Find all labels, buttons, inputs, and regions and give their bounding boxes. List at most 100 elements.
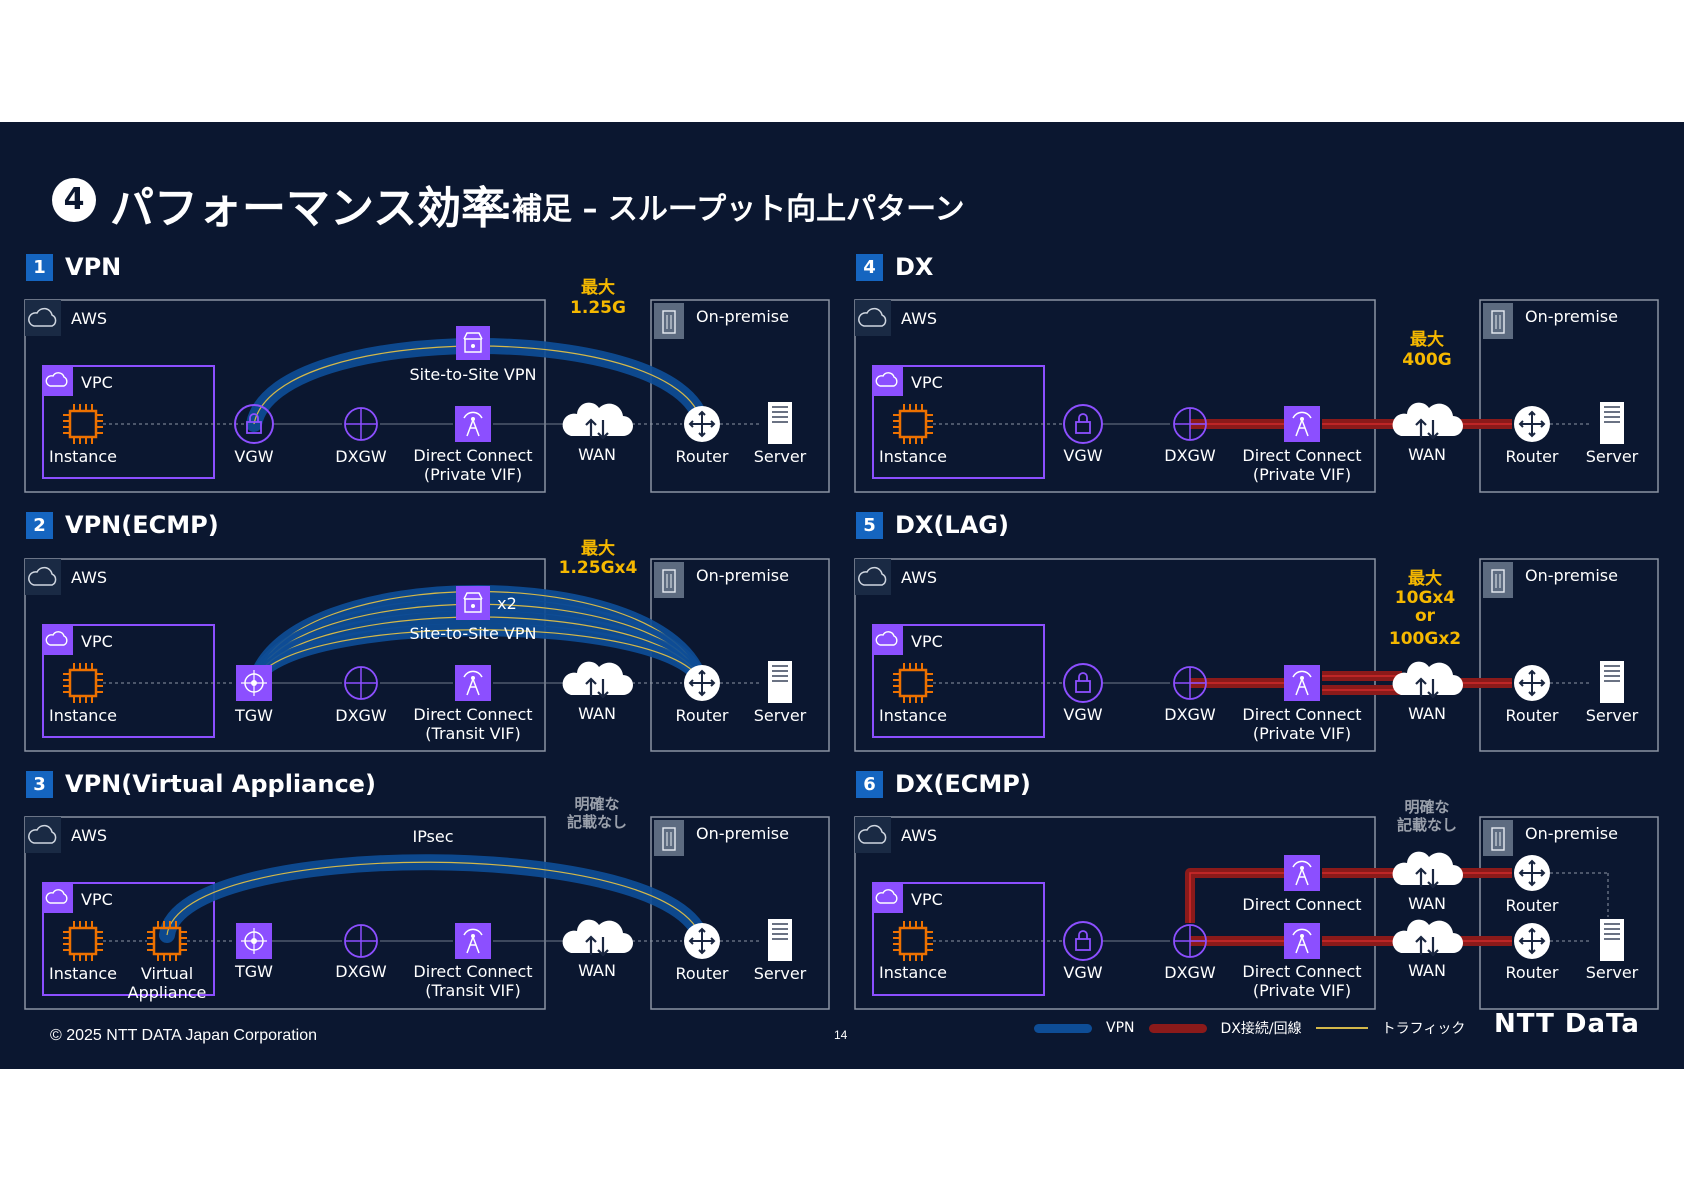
no-spec-note: 記載なし <box>567 813 627 831</box>
ec2-instance-icon <box>893 663 933 703</box>
router-icon <box>1514 665 1550 701</box>
site-to-site-vpn-icon <box>456 586 490 620</box>
router-label: Router <box>1505 706 1558 725</box>
max-throughput-value: 1.25G <box>570 298 626 318</box>
direct-connect-label: Direct Connect <box>413 705 532 724</box>
vpn-count-label: x2 <box>497 594 517 613</box>
section-header-2: 2 VPN(ECMP) <box>26 511 219 539</box>
max-throughput-value: 400G <box>1402 350 1451 370</box>
vpc-label: VPC <box>81 632 113 651</box>
section-number: 5 <box>856 511 883 539</box>
vif-label: (Transit VIF) <box>425 724 520 743</box>
vgw-lock-icon <box>1063 663 1103 703</box>
tgw-icon <box>236 665 272 701</box>
server-icon <box>768 402 792 444</box>
vpc-frame <box>42 624 215 738</box>
wan-cloud-icon <box>1392 919 1463 957</box>
max-throughput-label: 最大 <box>581 277 615 298</box>
vgw-label: VGW <box>1063 705 1102 724</box>
cloud-icon <box>28 566 57 586</box>
direct-connect-label: Direct Connect <box>413 962 532 981</box>
instance-label: Instance <box>879 447 947 466</box>
instance-label: Instance <box>879 963 947 982</box>
vpc-icon <box>43 366 73 396</box>
aws-label: AWS <box>901 309 937 328</box>
direct-connect-icon <box>1284 406 1320 442</box>
on-premise-label: On-premise <box>1525 307 1618 326</box>
aws-label: AWS <box>901 826 937 845</box>
virtual-appliance-icon <box>147 921 187 961</box>
dxgw-label: DXGW <box>1164 446 1216 465</box>
wan-label: WAN <box>1408 704 1446 723</box>
vgw-lock-icon <box>1063 404 1103 444</box>
vpc-icon <box>873 366 903 396</box>
vgw-label: VGW <box>234 447 273 466</box>
max-throughput-label: 最大 <box>581 538 615 559</box>
instance-label: Instance <box>49 706 117 725</box>
building-icon <box>654 820 684 856</box>
traffic-line <box>1189 872 1285 923</box>
server-icon <box>1600 661 1624 703</box>
cloud-icon <box>28 824 57 844</box>
dxgw-label: DXGW <box>335 706 387 725</box>
server-label: Server <box>1586 706 1639 725</box>
building-icon <box>654 562 684 598</box>
wan-cloud-icon <box>1392 402 1463 440</box>
page-subtitle: :補足 – スループット向上パターン <box>500 192 965 227</box>
cloud-icon <box>858 824 887 844</box>
aws-label: AWS <box>901 568 937 587</box>
vpc-label: VPC <box>911 632 943 651</box>
dxgw-label: DXGW <box>335 962 387 981</box>
legend-traffic-label: トラフィック <box>1381 1021 1466 1037</box>
direct-connect-label: Direct Connect <box>1242 446 1361 465</box>
title-number-badge: 4 <box>52 178 96 222</box>
section-number: 6 <box>856 770 883 798</box>
wan-cloud-icon <box>562 919 633 957</box>
router-icon <box>684 665 720 701</box>
section-header-1: 1 VPN <box>26 253 121 281</box>
dxgw-icon <box>344 666 378 700</box>
legend-vpn-swatch <box>1034 1023 1092 1033</box>
page-number: 14 <box>834 1028 848 1042</box>
vpc-frame <box>42 365 215 479</box>
router-label: Router <box>675 706 728 725</box>
section-number: 1 <box>26 253 53 281</box>
section-title: DX(LAG) <box>895 511 1009 539</box>
instance-label: Instance <box>49 447 117 466</box>
router-icon <box>684 406 720 442</box>
virtual-appliance-label: Virtual <box>141 964 193 983</box>
ec2-instance-icon <box>63 921 103 961</box>
vgw-label: VGW <box>1063 963 1102 982</box>
aws-label: AWS <box>71 309 107 328</box>
legend-traffic-swatch <box>1315 1027 1368 1029</box>
section-title: DX <box>895 253 934 281</box>
section-title: VPN(ECMP) <box>65 511 219 539</box>
section-number: 3 <box>26 770 53 798</box>
dxgw-label: DXGW <box>335 447 387 466</box>
aws-label: AWS <box>71 568 107 587</box>
vif-label: (Private VIF) <box>1253 724 1351 743</box>
vpc-frame <box>42 882 215 996</box>
max-throughput-value: 10Gx4 <box>1395 588 1456 608</box>
vpc-icon <box>873 625 903 655</box>
max-throughput-or: or <box>1415 606 1436 626</box>
slide: 4 パフォーマンス効率 :補足 – スループット向上パターン 1 VPN 2 V… <box>0 122 1684 1069</box>
site-to-site-vpn-icon <box>456 326 490 360</box>
section-title: DX(ECMP) <box>895 770 1031 798</box>
direct-connect-label: Direct Connect <box>1242 895 1361 914</box>
cloud-icon <box>858 307 887 327</box>
router-label: Router <box>1505 896 1558 915</box>
vgw-lock-icon <box>1063 921 1103 961</box>
aws-cloud-frame <box>854 816 1376 1010</box>
direct-connect-icon <box>1284 923 1320 959</box>
vpc-frame <box>872 365 1045 479</box>
direct-connect-label: Direct Connect <box>1242 705 1361 724</box>
copyright: © 2025 NTT DATA Japan Corporation <box>50 1027 318 1044</box>
wan-cloud-icon <box>562 402 633 440</box>
direct-connect-icon <box>1284 665 1320 701</box>
router-label: Router <box>1505 963 1558 982</box>
dxgw-icon <box>1173 407 1207 441</box>
on-premise-label: On-premise <box>696 824 789 843</box>
cloud-icon <box>858 566 887 586</box>
